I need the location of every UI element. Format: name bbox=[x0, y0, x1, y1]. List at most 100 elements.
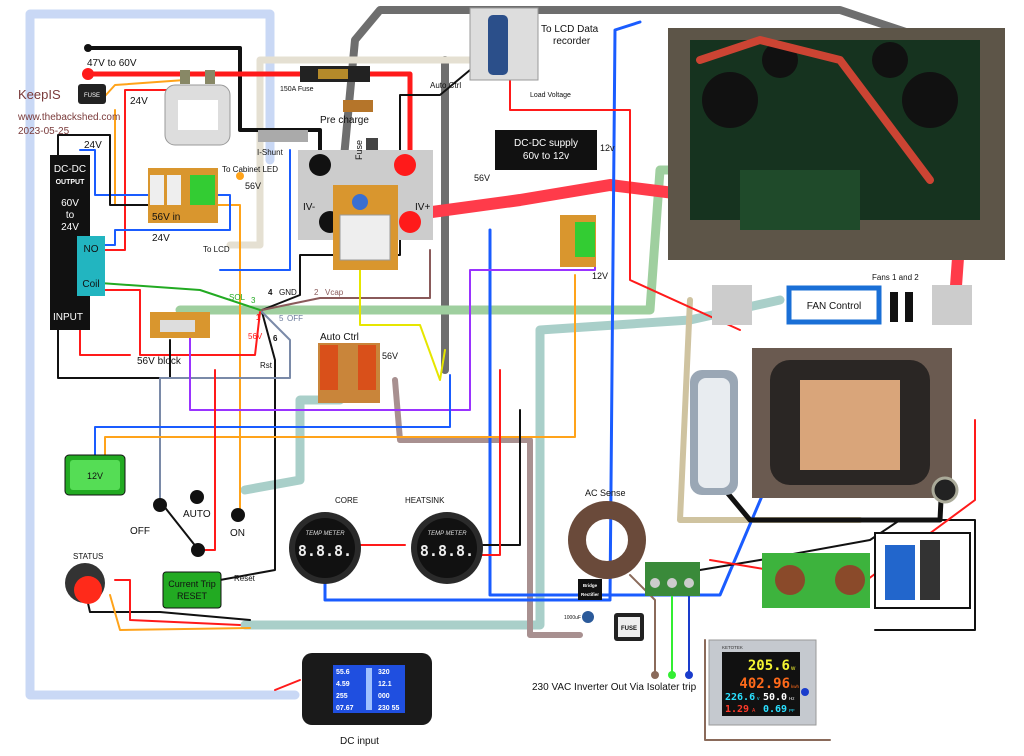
ac-energy: 402.96 bbox=[739, 676, 790, 692]
auto-ctrl-top-label: Auto Ctrl bbox=[430, 81, 461, 90]
lightblue-cable-left bbox=[25, 9, 300, 700]
black-wire-dcdc bbox=[57, 134, 201, 206]
i-shunt-label: I-Shunt bbox=[257, 148, 284, 157]
lcd-recorder-label: recorder bbox=[553, 36, 591, 47]
red-power-cable bbox=[404, 179, 696, 221]
dc-resistance: 12.1 bbox=[378, 681, 392, 688]
brown-wire-vcap bbox=[261, 249, 431, 311]
green-wire-sol bbox=[99, 282, 261, 311]
label-24v: 24V bbox=[84, 140, 102, 151]
emi-filter-board bbox=[762, 553, 870, 608]
ac-power: 205.6 bbox=[748, 658, 790, 674]
label-56v: 56V bbox=[474, 173, 490, 183]
ac-fuse-label: FUSE bbox=[621, 626, 637, 632]
label-56v-in: 56V in bbox=[152, 212, 180, 223]
dcdc-no: NO bbox=[84, 244, 99, 255]
dcdc-24v-converter: DC-DC OUTPUT 60V to 24V NO Coil INPUT bbox=[50, 155, 105, 330]
red-wire-main bbox=[85, 71, 413, 163]
ac-voltage-unit: v bbox=[757, 696, 760, 702]
watermark-site: www.thebackshed.com bbox=[17, 112, 120, 123]
bridge-label-2: Rectifier bbox=[581, 592, 599, 597]
switch-off-terminal[interactable] bbox=[153, 498, 167, 512]
precharge-fuse-label: Fuse bbox=[354, 140, 364, 160]
reset-label: RESET bbox=[177, 591, 208, 601]
reset-label: Reset bbox=[234, 574, 256, 583]
orange-wire-12v bbox=[104, 274, 576, 456]
pin-1-label: 1 bbox=[256, 313, 261, 322]
dc-input-label: DC input bbox=[340, 736, 379, 747]
fan-control-label: FAN Control bbox=[807, 301, 861, 312]
input-voltage-label: 47V to 60V bbox=[87, 58, 137, 69]
fan-connector-right bbox=[932, 285, 972, 325]
blue-wire-lcd bbox=[219, 149, 291, 271]
dcdc-12v-converter bbox=[495, 130, 597, 170]
ac-power-meter: KETOTEK 205.6 w 402.96 kwh 226.6 v 50.0 … bbox=[708, 639, 817, 726]
dcdc-coil: Coil bbox=[82, 279, 99, 290]
ac-pf: 0.69 bbox=[763, 704, 787, 715]
dcdc-subtitle: OUTPUT bbox=[56, 179, 86, 186]
dc-voltage: 55.6 bbox=[336, 669, 350, 676]
label-24v: 24V bbox=[130, 96, 148, 107]
labels: 47V to 60V KeepIS www.thebackshed.com 20… bbox=[17, 24, 919, 747]
vcap-label: Vcap bbox=[325, 288, 344, 297]
watermark-name: KeepIS bbox=[18, 87, 61, 102]
terminal-post bbox=[309, 154, 331, 176]
capacitor-1000uf bbox=[582, 611, 594, 623]
switch-on-terminal[interactable] bbox=[231, 508, 245, 522]
status-label: STATUS bbox=[73, 552, 103, 561]
ac-current-unit: A bbox=[752, 708, 756, 714]
load-voltage-label: Load Voltage bbox=[530, 92, 571, 99]
black-wire-switch bbox=[162, 504, 198, 549]
bridge-label-1: Bridge bbox=[583, 583, 598, 588]
brown-cable bbox=[392, 377, 583, 638]
inverter-out-label: 230 VAC Inverter Out Via Isolater trip bbox=[532, 682, 697, 693]
iv-minus-label: IV- bbox=[303, 202, 315, 213]
terminal-dot bbox=[84, 44, 92, 52]
transformer-photo bbox=[752, 348, 952, 498]
terminal-post bbox=[394, 154, 416, 176]
auto-ctrl-label: Auto Ctrl bbox=[320, 332, 359, 343]
terminal-block bbox=[160, 320, 195, 332]
black-wire-rst bbox=[219, 311, 276, 581]
ac-freq-unit: Hz bbox=[789, 696, 795, 701]
dc-energy: 07.67 bbox=[336, 705, 354, 712]
temp-meter-heatsink: TEMP METER 8.8.8. bbox=[411, 512, 483, 584]
label-56v: 56V bbox=[248, 332, 263, 341]
black-wire-input bbox=[57, 329, 171, 379]
terminal-post bbox=[399, 211, 421, 233]
ac-pf-unit: PF bbox=[789, 708, 795, 713]
current-trip-reset-button[interactable] bbox=[162, 571, 222, 609]
dcdc-input: INPUT bbox=[53, 312, 83, 323]
pin-6-label: 6 bbox=[273, 334, 278, 343]
button-12v-label: 12V bbox=[87, 471, 103, 481]
slate-wire-off bbox=[159, 311, 291, 501]
to-lcd-label: To LCD bbox=[203, 245, 230, 254]
pin-2-label: 2 bbox=[314, 288, 319, 297]
ac-freq: 50.0 bbox=[763, 692, 787, 703]
teal-cable bbox=[240, 395, 345, 495]
dcdc12-line2: 60v to 12v bbox=[523, 151, 569, 162]
ac-energy-unit: kwh bbox=[791, 684, 799, 689]
thermistor-icon bbox=[931, 476, 959, 504]
red-wire-switch bbox=[196, 369, 216, 551]
fuse-small-label: FUSE bbox=[84, 93, 100, 99]
lightblue-cable bbox=[90, 9, 275, 165]
red-wire-status bbox=[114, 579, 241, 626]
dcdc12-line1: DC-DC supply bbox=[514, 138, 578, 149]
blue-wire-24v bbox=[79, 149, 231, 246]
to-cabinet-led-label: To Cabinet LED bbox=[222, 165, 278, 174]
relay bbox=[320, 345, 338, 390]
brown-wire-ac bbox=[629, 574, 656, 676]
beige-cable bbox=[226, 56, 474, 249]
terminal-dot bbox=[668, 671, 676, 679]
pin-5-label: 5 bbox=[279, 314, 284, 323]
ac-sense-toroid bbox=[568, 501, 646, 579]
dcdc-title: DC-DC bbox=[54, 164, 86, 175]
switch-common-terminal[interactable] bbox=[191, 543, 205, 557]
black-wire-main bbox=[86, 46, 322, 162]
red-wire-coil bbox=[99, 289, 261, 356]
red-wire-input bbox=[79, 329, 131, 356]
watermark-date: 2023-05-25 bbox=[18, 126, 70, 137]
red-wire-24v bbox=[104, 89, 171, 251]
switch-auto-terminal[interactable] bbox=[190, 490, 204, 504]
